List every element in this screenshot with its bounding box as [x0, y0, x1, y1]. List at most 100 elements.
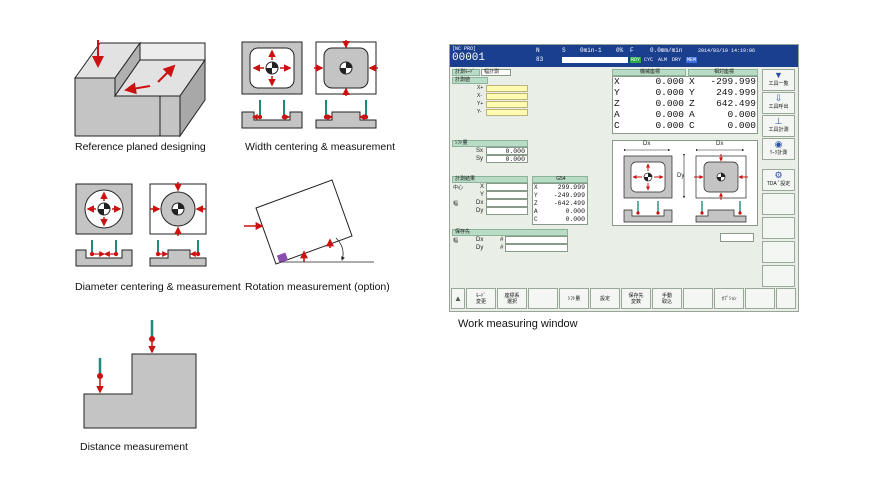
s-label: S: [562, 47, 566, 54]
shift-sy-label: Sy: [476, 156, 484, 162]
coord-panel: [612, 76, 758, 134]
mode-label: 計測ﾓｰﾄﾞ: [452, 69, 480, 76]
distance-measurement-drawing: [83, 320, 197, 429]
rotation-measurement-drawing: [244, 179, 374, 265]
measure-yplus-label: Y+: [477, 101, 484, 107]
work-measure-icon: ◉: [774, 139, 783, 149]
softkey-mode-change[interactable]: ﾓｰﾄﾞ 変更: [466, 288, 496, 309]
side-button-empty-1[interactable]: [762, 193, 795, 215]
side-button-empty-4[interactable]: [762, 265, 795, 287]
status-header: [NC PRO] 00001 N 83 S 0min-1 0% F 0.0mm/…: [450, 45, 798, 67]
result-center-group: 中心: [453, 185, 464, 191]
g54-a-axis: A: [534, 208, 538, 215]
caption-rotation: Rotation measurement (option): [245, 281, 390, 293]
caption-diameter: Diameter centering & measurement: [75, 281, 241, 293]
save-dy-field[interactable]: [505, 244, 568, 252]
softkey-empty-1[interactable]: [528, 288, 558, 309]
tda-setting-icon: ⚙: [774, 170, 783, 180]
shift-sy-value[interactable]: 0.000: [486, 155, 528, 163]
side-button-tool-list[interactable]: ▼ 工具一覧: [762, 69, 795, 91]
relative-z-axis: Z: [689, 98, 695, 109]
result-y-field[interactable]: [486, 191, 528, 199]
measure-xminus-field[interactable]: [486, 93, 528, 100]
status-mem: MEM: [686, 57, 698, 63]
diameter-centering-drawing: [75, 182, 207, 267]
side-button-empty-3[interactable]: [762, 241, 795, 263]
machine-c-axis: C: [614, 120, 620, 131]
relative-x-value: -299.999: [710, 76, 756, 87]
softkey-empty-2[interactable]: [683, 288, 713, 309]
measure-yplus-field[interactable]: [486, 101, 528, 108]
g54-x-axis: X: [534, 184, 538, 191]
program-number: 00001: [452, 52, 486, 64]
softkey-empty-4[interactable]: [776, 288, 796, 309]
caption-reference: Reference planed designing: [75, 141, 206, 153]
g54-title: G54: [532, 176, 588, 183]
softkey-save-variable[interactable]: 保存先 変数: [621, 288, 651, 309]
softkey-manual-import[interactable]: 手動 取込: [652, 288, 682, 309]
softkey-page-up[interactable]: ▲: [451, 288, 465, 309]
side-button-work-measure[interactable]: ◉ ﾜｰｸ計測: [762, 138, 795, 160]
result-dy-field[interactable]: [486, 207, 528, 215]
machine-a-axis: A: [614, 109, 620, 120]
result-width-group: 幅: [453, 201, 459, 207]
relative-c-value: 0.000: [727, 120, 756, 131]
relative-coord-title: 相対座標: [688, 69, 758, 76]
result-x-label: X: [480, 184, 485, 190]
measure-xplus-field[interactable]: [486, 85, 528, 92]
guide-dx-label-right: Dx: [716, 141, 724, 147]
g54-y-axis: Y: [534, 192, 538, 199]
machine-z-value: 0.000: [655, 98, 684, 109]
relative-a-axis: A: [689, 109, 695, 120]
caption-window: Work measuring window: [458, 318, 578, 330]
save-dy-label: Dy: [476, 245, 484, 251]
caption-width: Width centering & measurement: [245, 141, 395, 153]
result-x-field[interactable]: [486, 183, 528, 191]
result-dx-label: Dx: [476, 200, 484, 206]
softkey-shift[interactable]: ｼﾌﾄ量: [559, 288, 589, 309]
measure-yminus-label: Y-: [477, 109, 482, 115]
n-value: 83: [536, 56, 544, 63]
measure-yminus-field[interactable]: [486, 109, 528, 116]
save-dx-field[interactable]: [505, 236, 568, 244]
width-centering-drawing: [241, 40, 378, 129]
result-y-label: Y: [480, 192, 485, 198]
side-button-tool-measure[interactable]: ⊥ 工具計測: [762, 115, 795, 137]
work-measuring-window: [NC PRO] 00001 N 83 S 0min-1 0% F 0.0mm/…: [449, 44, 799, 312]
save-title: 保存先: [452, 229, 568, 236]
softkey-coord-select[interactable]: 座標系 選択: [497, 288, 527, 309]
relative-y-axis: Y: [689, 87, 695, 98]
relative-a-value: 0.000: [727, 109, 756, 120]
machine-z-axis: Z: [614, 98, 620, 109]
save-dx-label: Dx: [476, 237, 484, 243]
softkey-setting[interactable]: 設定: [590, 288, 620, 309]
shift-sx-value[interactable]: 0.000: [486, 147, 528, 155]
f-value: 0.0mm/min: [650, 47, 683, 54]
relative-y-value: 249.999: [716, 87, 756, 98]
side-button-tool-list-label: 工具一覧: [768, 81, 789, 87]
result-dy-label: Dy: [476, 208, 484, 214]
softkey-empty-3[interactable]: [745, 288, 775, 309]
override-label: 0%: [616, 47, 624, 54]
machine-y-value: 0.000: [655, 87, 684, 98]
reference-plane-drawing: [74, 40, 206, 138]
g54-y-value: -249.999: [553, 192, 585, 199]
softkey-option[interactable]: ｵﾌﾟｼｮﾝ: [714, 288, 744, 309]
guide-dy-label: Dy: [677, 173, 685, 179]
status-dry: DRY: [672, 57, 682, 63]
save-width-group: 幅: [453, 238, 459, 244]
result-dx-field[interactable]: [486, 199, 528, 207]
measure-xminus-label: X-: [477, 93, 482, 99]
tool-measure-icon: ⊥: [774, 116, 783, 126]
caption-distance: Distance measurement: [80, 441, 188, 453]
machine-y-axis: Y: [614, 87, 620, 98]
datetime: 2014/03/10 14:19:06: [698, 48, 756, 54]
side-button-tool-call[interactable]: ⇩ 工具呼出: [762, 92, 795, 114]
mode-value[interactable]: 幅計測: [481, 69, 511, 76]
side-button-empty-2[interactable]: [762, 217, 795, 239]
tool-list-icon: ▼: [774, 70, 783, 80]
g54-a-value: 0.000: [565, 208, 585, 215]
g54-z-value: -642.499: [553, 200, 585, 207]
side-button-tda-setting[interactable]: ⚙ TDA ﾟ設定: [762, 169, 795, 191]
white-strip: [562, 57, 628, 63]
